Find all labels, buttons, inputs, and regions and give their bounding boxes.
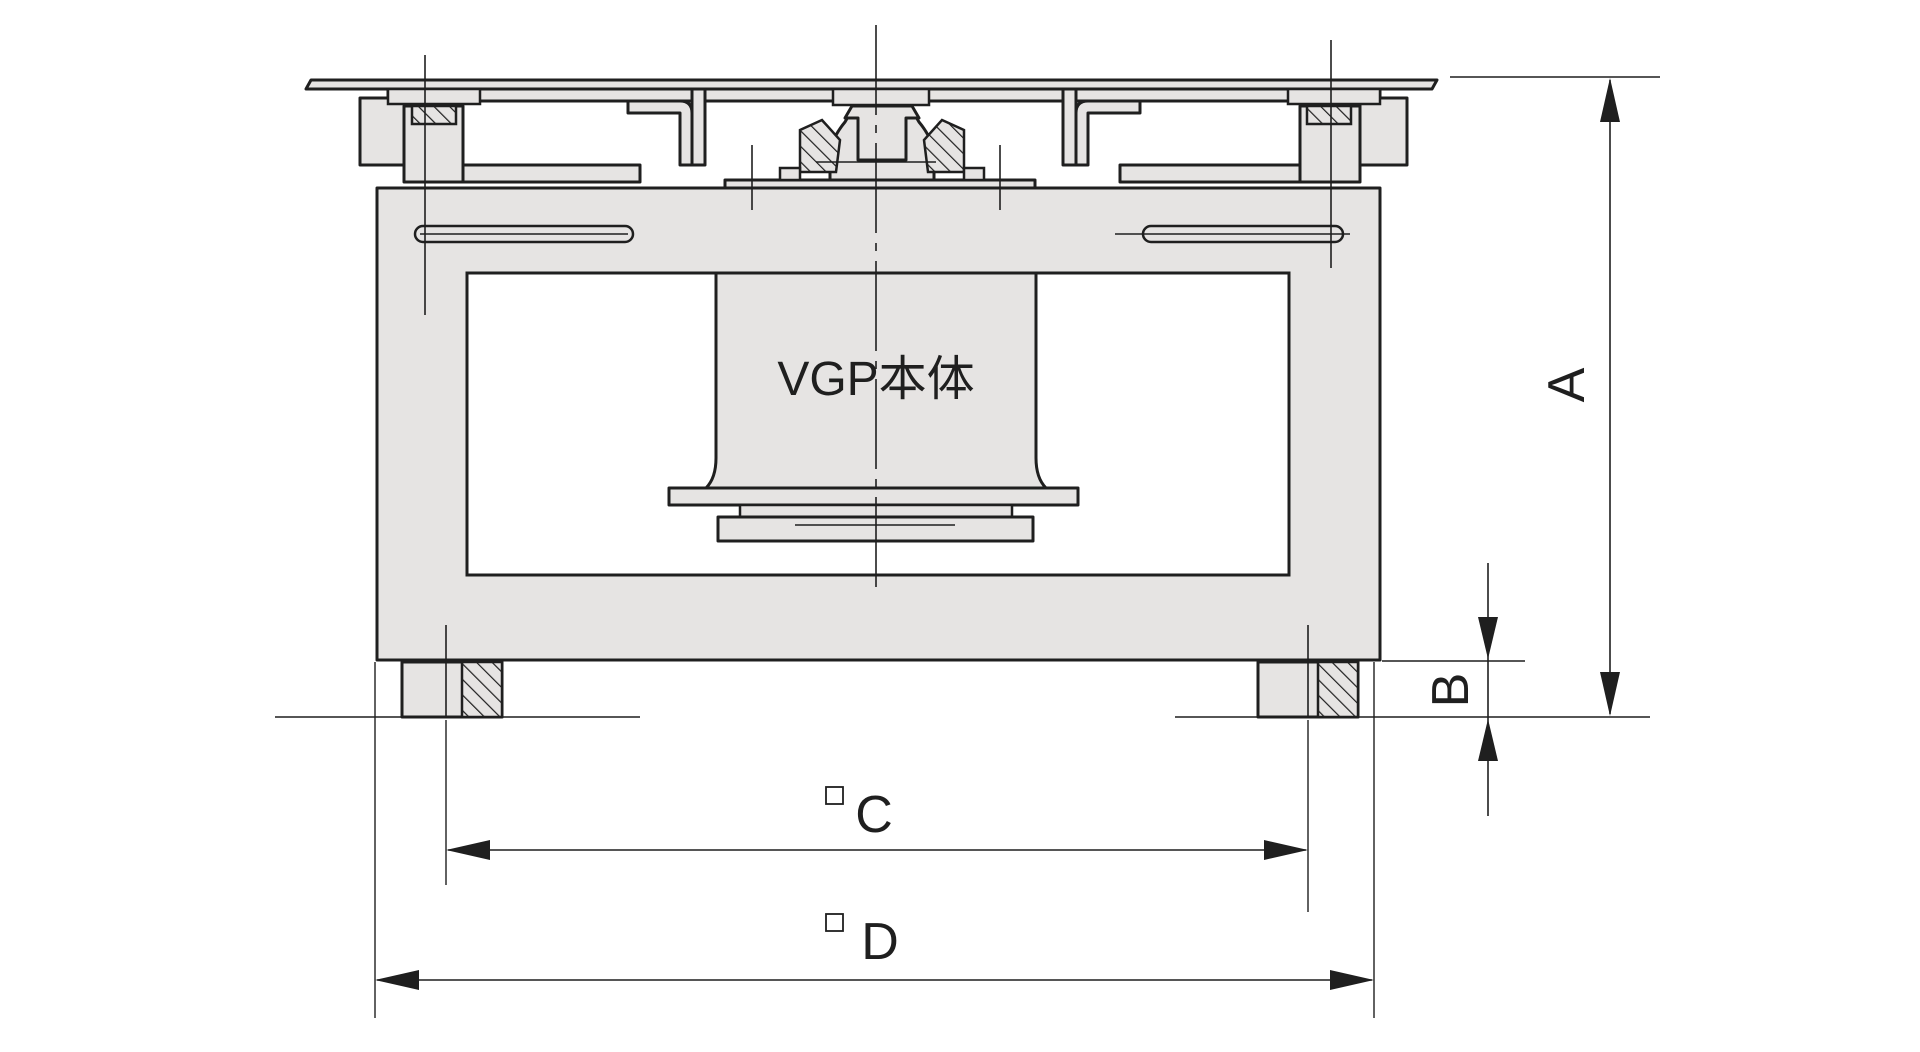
left-inner-bracket (626, 99, 694, 167)
right-foot-hatch (1316, 660, 1360, 719)
center-lines (424, 25, 1332, 718)
dim-d-label: D (861, 913, 899, 971)
top-plate-assembly (304, 78, 1439, 192)
square-outline-icon (825, 786, 844, 805)
dim-c-arrow-left (446, 840, 490, 860)
dim-b-arrow-bottom (1478, 719, 1498, 761)
right-stem (1118, 163, 1302, 184)
dim-a-arrow-bottom (1600, 672, 1620, 716)
right-inner-bracket (1074, 99, 1142, 167)
center-right-step (962, 166, 986, 182)
dim-b-label: B (1422, 673, 1480, 708)
dim-d-arrow-right (1330, 970, 1374, 990)
dim-a-label: A (1538, 367, 1596, 402)
dim-b-arrow-top (1478, 617, 1498, 659)
center-left-step (778, 166, 802, 182)
right-mid-bracket (1061, 87, 1078, 167)
right-guide-hatch (1305, 104, 1353, 126)
dimensions: A B C D (275, 76, 1660, 1018)
right-rail-pad (1286, 87, 1382, 106)
center-rail-pad (831, 87, 931, 107)
top-plate (304, 78, 1439, 91)
left-guide-hatch (410, 104, 458, 126)
left-end-block (358, 96, 409, 167)
center-hub-hatch-left (798, 118, 842, 174)
vgp-body: VGP本体 (667, 271, 1080, 543)
left-rail-pad (386, 87, 482, 106)
right-end-block (1358, 96, 1409, 167)
center-hub-cap (843, 104, 921, 162)
vgp-lower-flange (667, 486, 1080, 507)
dim-d-arrow-left (375, 970, 419, 990)
dim-c-label: C (855, 786, 893, 844)
left-stem (461, 163, 642, 184)
square-outline-icon (825, 913, 844, 932)
dim-a-arrow-top (1600, 78, 1620, 122)
feet (400, 660, 1360, 719)
center-hub-hatch-right (922, 118, 966, 174)
left-mid-bracket (690, 87, 707, 167)
left-foot-hatch (460, 660, 504, 719)
dim-c-arrow-right (1264, 840, 1308, 860)
